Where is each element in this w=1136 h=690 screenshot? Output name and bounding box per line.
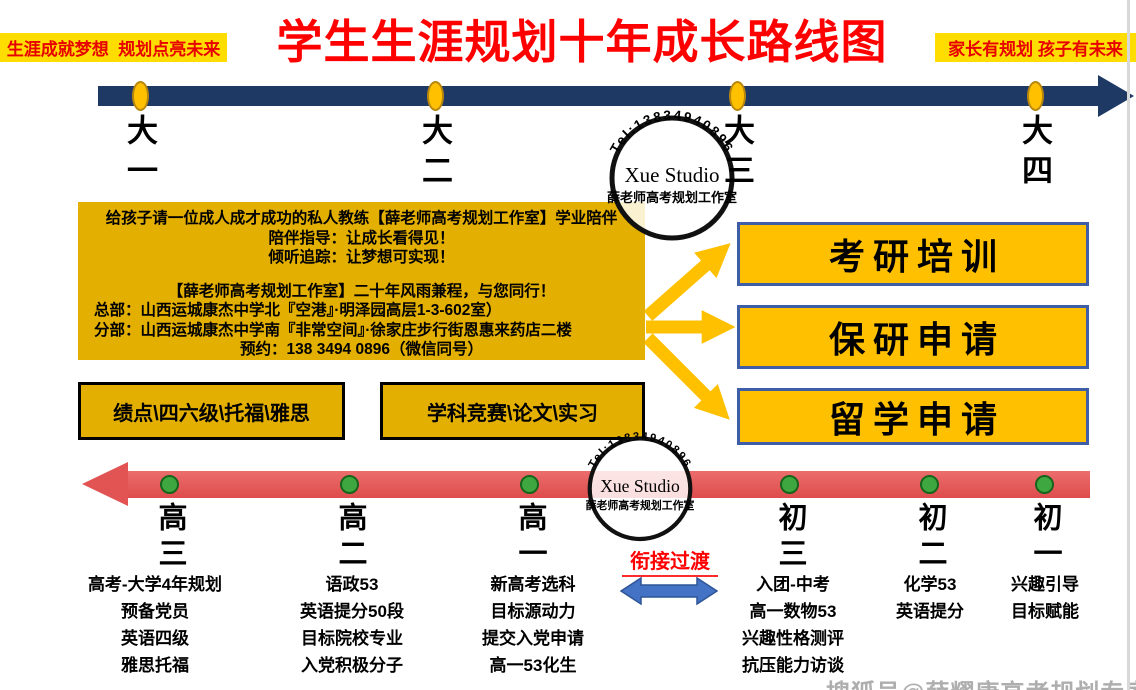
stamp-ring xyxy=(587,436,693,542)
college-stage-label-3: 大三 xyxy=(719,114,754,194)
college-timeline-node-3 xyxy=(729,81,746,111)
service-box-liuxue: 留学申请 xyxy=(737,388,1089,445)
stage-item: 英语提分50段 xyxy=(300,602,404,621)
school-stage-label-gao1: 高一 xyxy=(514,502,546,574)
transition-double-arrow xyxy=(620,577,718,605)
info-spacer xyxy=(84,268,639,282)
stage-item: 英语四级 xyxy=(121,629,189,648)
info-line-7: 预约：138 3494 0896（微信同号） xyxy=(240,341,483,358)
arrow-to-service-1 xyxy=(643,243,731,321)
school-stage-label-gao3: 高三 xyxy=(154,502,186,574)
task-box-competition: 学科竞赛\论文\实习 xyxy=(380,382,645,440)
college-timeline-node-4 xyxy=(1027,81,1044,111)
main-title: 学生生涯规划十年成长路线图 xyxy=(276,16,888,68)
school-timeline-node-5 xyxy=(920,475,939,494)
school-timeline-node-3 xyxy=(520,475,539,494)
stage-item: 语政53 xyxy=(325,575,379,594)
info-line-3: 倾听追踪：让梦想可实现！ xyxy=(268,249,455,266)
school-stage-label-chu3: 初三 xyxy=(774,502,806,574)
stage-item: 入党积极分子 xyxy=(301,656,403,675)
stage-items-gao1: 新高考选科 目标源动力 提交入党申请 高一53化生 xyxy=(438,571,628,679)
task-box-gpa-toefl: 绩点\四六级\托福\雅思 xyxy=(78,382,345,440)
school-timeline-node-6 xyxy=(1035,475,1054,494)
stage-item: 高考-大学4年规划 xyxy=(87,575,223,594)
stage-item: 兴趣性格测评 xyxy=(742,629,844,648)
stage-items-chu2: 化学53 英语提分 xyxy=(868,571,992,625)
stage-item: 新高考选科 xyxy=(490,575,576,594)
arrow-to-service-3 xyxy=(643,333,730,420)
info-line-2: 陪伴指导：让成长看得见！ xyxy=(268,229,455,247)
stage-item: 预备党员 xyxy=(121,602,189,621)
stage-items-chu1: 兴趣引导 目标赋能 xyxy=(983,571,1107,625)
stage-item: 目标赋能 xyxy=(1011,602,1079,621)
info-line-6: 分部：山西运城康杰中学南『非常空间』·徐家庄步行街恩惠来药店二楼 xyxy=(94,321,572,339)
stage-item: 提交入党申请 xyxy=(482,629,584,648)
stage-item: 高一数物53 xyxy=(749,602,837,621)
stamp-name-en: Xue Studio xyxy=(624,163,719,187)
stage-items-chu3: 入团-中考 高一数物53 兴趣性格测评 抗压能力访谈 xyxy=(700,571,886,679)
service-box-baoyan: 保研申请 xyxy=(737,305,1089,369)
school-stage-label-gao2: 高二 xyxy=(334,502,366,574)
stage-item: 英语提分 xyxy=(896,602,964,621)
promo-info-box: 给孩子请一位成人成才成功的私人教练【薛老师高考规划工作室】学业陪伴 陪伴指导：让… xyxy=(78,202,645,360)
slogan-badge-right: 家长有规划 孩子有未来 xyxy=(935,33,1136,62)
watermark: 搜狐号@薛耀康高考规划专家 xyxy=(826,673,1136,690)
stage-item: 雅思托福 xyxy=(121,656,189,675)
stage-item: 化学53 xyxy=(903,575,957,594)
stage-item: 兴趣引导 xyxy=(1011,575,1079,594)
info-line-5: 总部：山西运城康杰中学北『空港』·明泽园高层1-3-602室） xyxy=(94,302,502,319)
stamp-ring xyxy=(609,115,735,241)
college-stage-label-4: 大四 xyxy=(1017,114,1052,194)
stage-item: 目标源动力 xyxy=(490,602,576,621)
college-timeline-node-2 xyxy=(427,81,444,111)
service-box-kaoyan: 考研培训 xyxy=(737,222,1089,286)
school-stage-label-chu2: 初二 xyxy=(914,502,946,574)
studio-stamp-top: Tel:13834940896 Xue Studio 薛老师高考规划工作室 xyxy=(598,96,746,244)
stage-item: 入团-中考 xyxy=(756,575,830,594)
transition-label: 衔接过渡 xyxy=(622,545,718,577)
info-line-1: 给孩子请一位成人成才成功的私人教练【薛老师高考规划工作室】学业陪伴 xyxy=(105,210,618,227)
stage-items-gao2: 语政53 英语提分50段 目标院校专业 入党积极分子 xyxy=(262,571,442,679)
studio-stamp-bottom: Tel:13834940896 Xue Studio 薛老师高考规划工作室 xyxy=(578,420,702,544)
college-stage-label-2: 大二 xyxy=(417,114,452,194)
fan-arrows xyxy=(643,243,736,420)
school-timeline-node-1 xyxy=(160,475,179,494)
slogan-badge-left: 生涯成就梦想 规划点亮未来 xyxy=(0,33,227,62)
stamp-name-cn: 薛老师高考规划工作室 xyxy=(586,498,695,512)
college-timeline-bar xyxy=(98,86,1100,106)
info-line-4: 【薛老师高考规划工作室】二十年风雨兼程，与您同行！ xyxy=(167,282,556,300)
stamp-name-cn: 薛老师高考规划工作室 xyxy=(607,190,737,205)
school-timeline-node-2 xyxy=(340,475,359,494)
college-stage-label-1: 大一 xyxy=(122,114,157,194)
school-timeline-node-4 xyxy=(780,475,799,494)
school-stage-label-chu1: 初一 xyxy=(1029,502,1061,574)
stage-items-gao3: 高考-大学4年规划 预备党员 英语四级 雅思托福 xyxy=(50,571,260,679)
stage-item: 抗压能力访谈 xyxy=(742,656,844,675)
stage-item: 高一53化生 xyxy=(489,656,577,675)
school-timeline-arrowhead xyxy=(82,462,128,506)
stage-item: 目标院校专业 xyxy=(301,629,403,648)
college-timeline-node-1 xyxy=(132,81,149,111)
right-edge-line xyxy=(1127,0,1130,690)
stamp-name-en: Xue Studio xyxy=(600,476,680,496)
